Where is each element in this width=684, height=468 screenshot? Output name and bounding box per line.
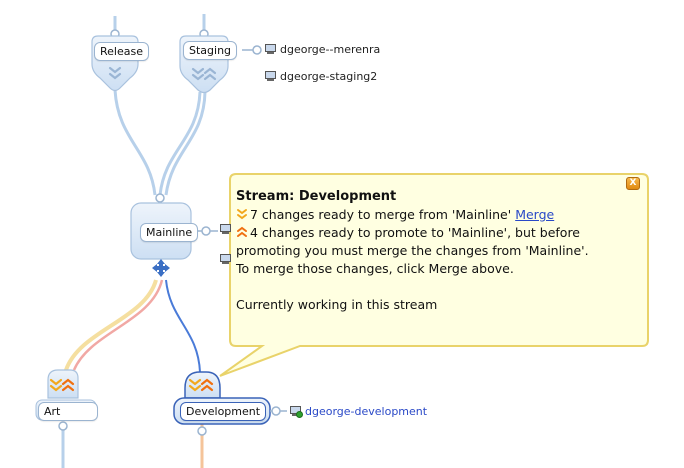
stream-label-staging[interactable]: Staging	[183, 41, 238, 60]
tooltip-title: Stream: Development	[236, 189, 397, 204]
merge-promote-chevrons-icon	[49, 378, 75, 392]
stream-label-art[interactable]: Art	[38, 402, 98, 421]
pending-merge-promote-icon	[191, 67, 217, 81]
current-stream-status: Currently working in this stream	[236, 297, 438, 312]
stream-tooltip: X Stream: Development 7 changes ready to…	[230, 172, 648, 344]
stream-label-mainline[interactable]: Mainline	[140, 223, 199, 242]
workspace-item[interactable]: dgeorge--merenra	[264, 43, 380, 56]
stream-connections	[61, 14, 207, 468]
promote-up-chevron-icon	[237, 226, 247, 237]
staging-node[interactable]	[179, 29, 262, 94]
workspace-computer-icon	[264, 44, 277, 55]
promote-status-line: 4 changes ready to promote to 'Mainline'…	[236, 224, 642, 242]
workspace-label: dgeorge-development	[305, 405, 428, 418]
workspace-label: dgeorge-staging2	[280, 70, 378, 83]
workspace-computer-icon	[264, 71, 277, 82]
tooltip-balloon	[219, 173, 649, 377]
merge-promote-chevrons-icon	[188, 378, 214, 392]
promote-status-text-2: promoting you must merge the changes fro…	[236, 243, 589, 258]
workspace-item[interactable]: dgeorge-staging2	[264, 70, 377, 83]
workspace-computer-online-icon	[289, 406, 303, 418]
close-button[interactable]: X	[626, 177, 640, 190]
merge-status-text: 7 changes ready to merge from 'Mainline'	[250, 207, 512, 222]
stream-label-release[interactable]: Release	[94, 42, 149, 61]
pending-chevrons-icon	[108, 66, 122, 80]
workspace-computer-icon	[219, 224, 232, 235]
move-handle-icon[interactable]	[152, 259, 170, 277]
merge-status-line: 7 changes ready to merge from 'Mainline'…	[236, 206, 642, 224]
workspace-item-current[interactable]: dgeorge-development	[289, 405, 427, 418]
promote-status-text-3: To merge those changes, click Merge abov…	[236, 261, 514, 276]
workspace-item-partial[interactable]	[219, 224, 232, 235]
workspace-item-partial[interactable]	[219, 254, 232, 265]
merge-down-chevron-icon	[237, 209, 247, 220]
workspace-label: dgeorge--merenra	[280, 43, 381, 56]
art-node[interactable]	[35, 369, 97, 431]
promote-status-text: 4 changes ready to promote to 'Mainline'…	[250, 225, 580, 240]
merge-link[interactable]: Merge	[515, 207, 555, 222]
workspace-computer-icon	[219, 254, 232, 265]
stream-label-development[interactable]: Development	[180, 402, 267, 421]
